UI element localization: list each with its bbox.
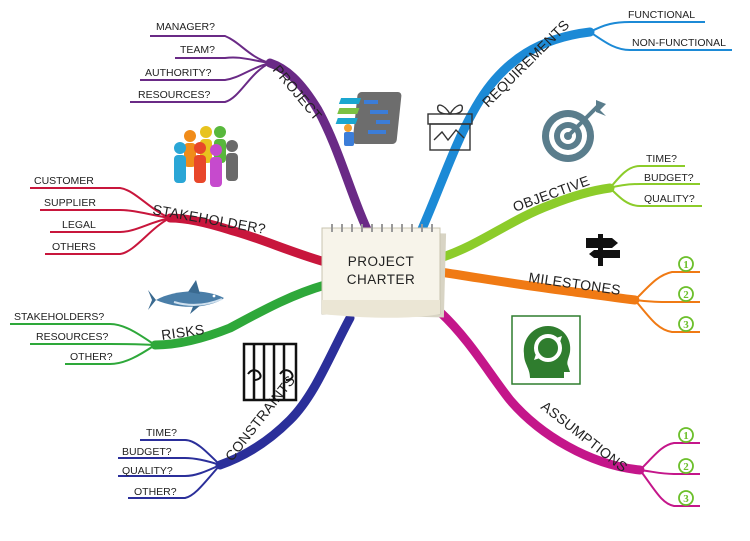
risks-item-resources: RESOURCES?: [36, 331, 109, 343]
requirements-item-nonfunctional: NON-FUNCTIONAL: [632, 37, 726, 49]
target-icon: [542, 100, 606, 162]
stakeholder-item-supplier: SUPPLIER: [44, 197, 96, 209]
milestone-number-3: 3: [679, 317, 693, 331]
svg-text:3: 3: [683, 493, 689, 505]
constraints-item-quality: QUALITY?: [122, 465, 173, 477]
assumption-number-3: 3: [679, 491, 693, 505]
project-item-authority: AUTHORITY?: [145, 67, 212, 79]
svg-text:2: 2: [683, 289, 689, 301]
risks-item-other: OTHER?: [70, 351, 113, 363]
center-title-line2: CHARTER: [347, 272, 416, 287]
constraints-item-time: TIME?: [146, 427, 177, 439]
stakeholder-item-others: OTHERS: [52, 241, 96, 253]
branch-label-project: PROJECT: [270, 62, 326, 124]
objective-item-quality: QUALITY?: [644, 193, 695, 205]
branch-label-stakeholder: STAKEHOLDER?: [151, 201, 267, 237]
assumption-number-2: 2: [679, 459, 693, 473]
stakeholder-item-customer: CUSTOMER: [34, 175, 94, 187]
objective-item-budget: BUDGET?: [644, 172, 694, 184]
branch-stakeholder: STAKEHOLDER? CUSTOMER SUPPLIER LEGAL OTH…: [30, 175, 325, 262]
project-item-resources: RESOURCES?: [138, 89, 211, 101]
milestone-number-1: 1: [679, 257, 693, 271]
risks-item-stakeholders: STAKEHOLDERS?: [14, 311, 104, 323]
center-notepad: PROJECT CHARTER: [322, 224, 446, 318]
constraints-item-budget: BUDGET?: [122, 446, 172, 458]
center-title-line1: PROJECT: [348, 254, 415, 269]
shark-icon: [148, 280, 224, 314]
svg-text:3: 3: [683, 319, 689, 331]
gantt-chart-icon: [336, 92, 402, 146]
branch-label-requirements: REQUIREMENTS: [479, 17, 573, 111]
objective-item-time: TIME?: [646, 153, 677, 165]
head-cycle-icon: [512, 316, 580, 384]
project-item-manager: MANAGER?: [156, 21, 215, 33]
branch-objective: OBJECTIVE TIME? BUDGET? QUALITY?: [440, 153, 702, 258]
project-item-team: TEAM?: [180, 44, 215, 56]
assumption-number-1: 1: [679, 428, 693, 442]
svg-text:2: 2: [683, 461, 689, 473]
signpost-icon: [586, 234, 620, 266]
requirements-item-functional: FUNCTIONAL: [628, 9, 695, 21]
stakeholder-item-legal: LEGAL: [62, 219, 96, 231]
milestone-number-2: 2: [679, 287, 693, 301]
constraints-item-other: OTHER?: [134, 486, 177, 498]
svg-text:1: 1: [683, 259, 689, 271]
team-people-icon: [174, 126, 238, 187]
svg-text:1: 1: [683, 430, 689, 442]
